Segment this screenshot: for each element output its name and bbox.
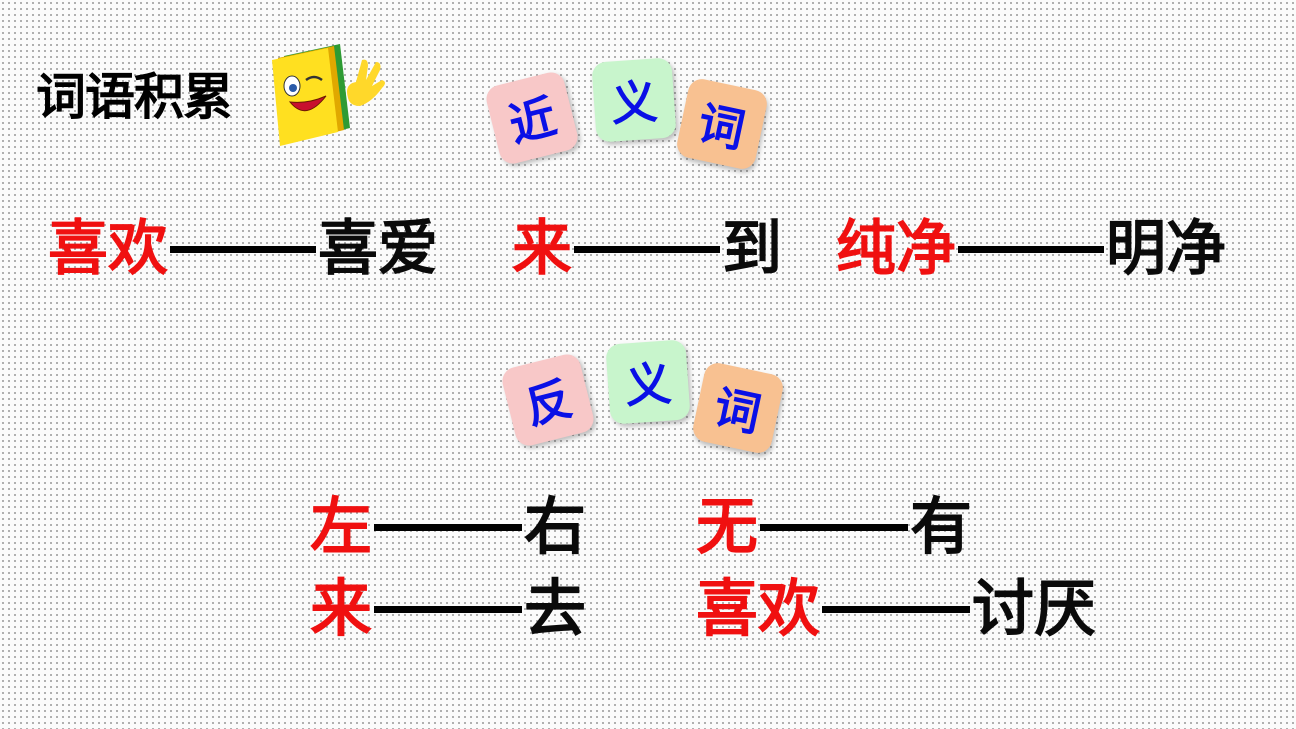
antonym-word: 左 [310,490,373,563]
book-mascot-icon [272,44,385,146]
antonym-word: 喜欢 [696,572,821,645]
dash-divider [822,605,971,613]
antonym-match: 讨厌 [972,572,1097,645]
antonym-pair-4: 喜欢 讨厌 [696,578,1096,640]
antonym-pair-2: 无 有 [696,496,972,558]
dash-divider [574,245,720,253]
antonym-match: 有 [910,490,973,563]
dash-divider [958,245,1104,253]
antonym-tile-3: 词 [690,360,786,456]
synonym-pair-2: 来 到 [512,219,782,279]
antonym-tile-1: 反 [499,351,597,449]
dash-divider [374,523,523,531]
antonym-tile-2: 义 [605,339,691,425]
synonym-word: 来 [512,214,572,284]
antonym-word: 来 [310,572,373,645]
synonym-word: 纯净 [836,214,956,284]
synonym-tile-2: 义 [591,57,677,143]
synonym-word: 喜欢 [48,214,168,284]
dash-divider [170,245,316,253]
synonym-match: 明净 [1106,214,1226,284]
antonym-pair-3: 来 去 [310,578,586,640]
antonym-word: 无 [696,490,759,563]
dash-divider [760,523,909,531]
synonym-pair-1: 喜欢 喜爱 [48,219,438,279]
antonym-match: 右 [524,490,587,563]
dash-divider [374,605,523,613]
synonym-tile-1: 近 [483,69,581,167]
synonym-tile-3: 词 [674,76,770,172]
synonym-pair-3: 纯净 明净 [836,219,1226,279]
antonym-pair-1: 左 右 [310,496,586,558]
page-title: 词语积累 [36,68,233,126]
synonym-match: 到 [722,214,782,284]
antonym-match: 去 [524,572,587,645]
synonym-match: 喜爱 [318,214,438,284]
